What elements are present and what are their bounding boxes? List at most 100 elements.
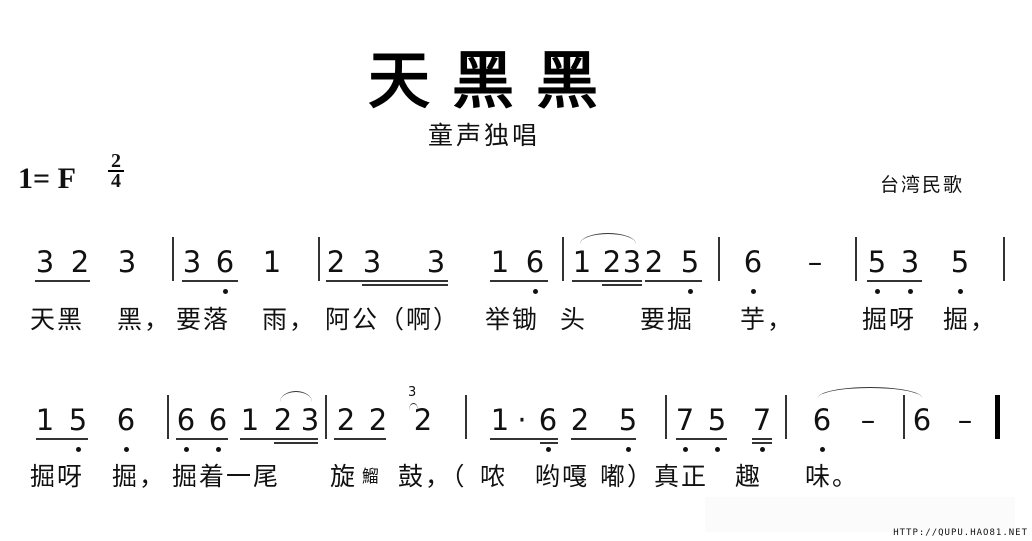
note: 1 — [490, 403, 510, 437]
low-octave-dot — [533, 289, 538, 294]
lyric: 鼓，（ — [398, 462, 467, 491]
low-octave-dot — [751, 289, 756, 294]
low-octave-dot — [76, 447, 81, 452]
note: 7 — [675, 403, 695, 437]
song-origin: 台湾民歌 — [880, 174, 965, 196]
note: · — [517, 403, 527, 437]
lyric: 掘呀 — [30, 462, 85, 491]
note: 3 — [900, 245, 920, 279]
note: 6 — [215, 245, 235, 279]
note: 3 — [35, 245, 55, 279]
underline — [867, 280, 922, 282]
underline — [35, 280, 90, 282]
low-octave-dot — [626, 447, 631, 452]
note: 2 — [273, 403, 293, 437]
note: 2 — [368, 403, 388, 437]
note: 3 — [426, 245, 446, 279]
note: 1 — [35, 403, 55, 437]
low-octave-dot — [820, 447, 825, 452]
song-title: 天黑黑 — [368, 44, 621, 117]
underline — [540, 442, 558, 444]
time-signature: 2 4 — [108, 150, 124, 192]
lyric: 掘， — [943, 305, 998, 334]
bar-line — [903, 395, 905, 439]
bar-line — [718, 237, 720, 281]
time-top: 2 — [111, 150, 121, 172]
bar-line — [172, 237, 174, 281]
note: – — [860, 403, 876, 437]
time-bottom: 4 — [111, 170, 121, 192]
lyric: 哝 — [480, 462, 508, 491]
note: 5 — [707, 403, 727, 437]
lyric: 掘呀 — [862, 305, 917, 334]
low-octave-dot — [875, 289, 880, 294]
note: 3 — [362, 245, 382, 279]
note: 6 — [812, 403, 832, 437]
underline — [572, 280, 642, 282]
note: 5 — [680, 245, 700, 279]
bar-line — [665, 395, 667, 439]
note: 1 — [490, 245, 510, 279]
bar-line — [1003, 237, 1005, 281]
lyric: 哟嘎 — [535, 462, 590, 491]
lyric: 芋， — [740, 305, 795, 334]
watermark-box — [705, 497, 1015, 532]
underline — [362, 284, 448, 286]
low-octave-dot — [216, 447, 221, 452]
note: 3 — [117, 245, 137, 279]
final-bar-line — [995, 395, 1000, 439]
low-octave-dot — [908, 289, 913, 294]
underline — [326, 280, 448, 282]
note: 2 — [413, 403, 433, 437]
slur — [580, 233, 636, 244]
note: 5 — [618, 403, 638, 437]
low-octave-dot — [688, 289, 693, 294]
note: 5 — [950, 245, 970, 279]
underline — [490, 280, 548, 282]
underline — [36, 438, 88, 440]
note: 5 — [867, 245, 887, 279]
low-octave-dot — [715, 447, 720, 452]
underline — [490, 438, 558, 440]
lyric: 旋 — [330, 462, 358, 491]
slur — [818, 387, 922, 398]
lyric: 掘着一尾 — [172, 462, 281, 491]
note: 7 — [752, 403, 772, 437]
lyric: 要落 — [176, 305, 231, 334]
note: 6 — [743, 245, 763, 279]
note: 2 — [644, 245, 664, 279]
lyric: 趣 — [735, 462, 763, 491]
note: 5 — [68, 403, 88, 437]
note: 3 — [182, 245, 202, 279]
slur — [280, 391, 312, 402]
bar-line — [562, 237, 564, 281]
lyric: 举锄 — [485, 305, 540, 334]
low-octave-dot — [683, 447, 688, 452]
note: 3 — [300, 403, 320, 437]
note: 1 — [262, 245, 282, 279]
note: 6 — [538, 403, 558, 437]
bar-line — [785, 395, 787, 439]
underline — [176, 438, 228, 440]
note: 2 — [602, 245, 622, 279]
bar-line — [325, 395, 327, 439]
bar-line — [167, 395, 169, 439]
note: 3 — [622, 245, 642, 279]
low-octave-dot — [958, 289, 963, 294]
bar-line — [855, 237, 857, 281]
underline — [645, 280, 702, 282]
subtitle: 童声独唱 — [428, 121, 541, 150]
underline — [752, 442, 772, 444]
underline — [240, 438, 318, 440]
underline — [602, 284, 642, 286]
note: – — [807, 245, 823, 279]
underline — [571, 438, 636, 440]
grace-slur — [409, 403, 418, 410]
note: 6 — [116, 403, 136, 437]
note: – — [957, 403, 973, 437]
underline — [182, 280, 238, 282]
note: 2 — [326, 245, 346, 279]
low-octave-dot — [546, 447, 551, 452]
lyric: 黑， — [117, 305, 172, 334]
